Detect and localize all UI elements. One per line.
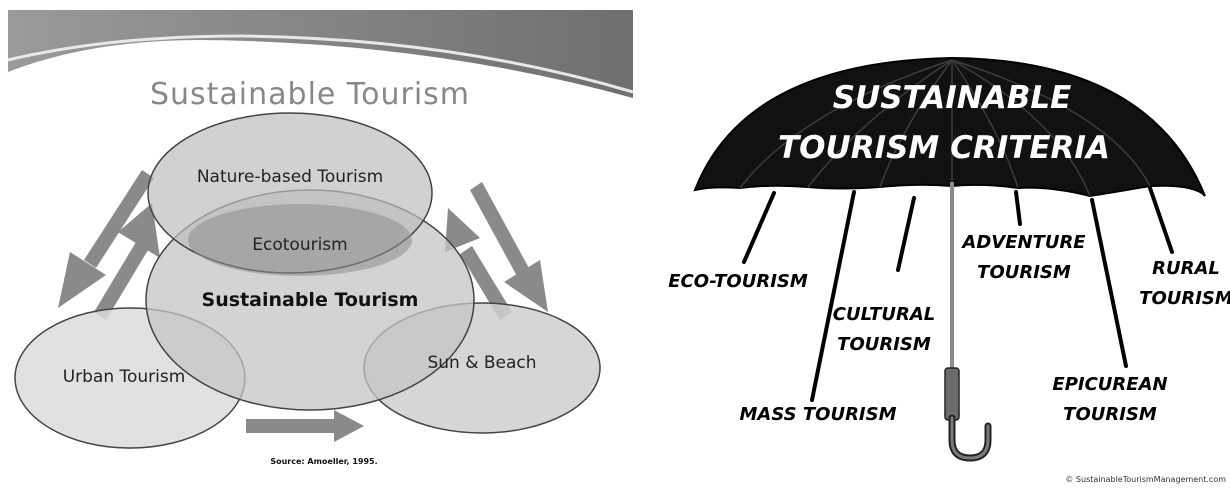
canopy-ribs — [739, 59, 1151, 197]
arrow-left-down — [58, 170, 154, 308]
label-nature-based: Nature-based Tourism — [197, 167, 383, 187]
umbrella-diagram: SUSTAINABLE TOURISM CRITERIA ECO-TOURISM… — [668, 56, 1230, 484]
umbrella-title-line1: SUSTAINABLE — [833, 80, 1072, 116]
source-note: Source: Amoeller, 1995. — [270, 457, 377, 466]
left-diagram: Sustainable Tourism Nature-based — [7, 10, 634, 466]
label-epicurean-line2: TOURISM — [1063, 404, 1157, 425]
label-epicurean-line1: EPICUREAN — [1052, 374, 1167, 395]
arrow-right-down — [470, 182, 548, 312]
label-rural-line1: RURAL — [1152, 258, 1220, 279]
label-adventure-line1: ADVENTURE — [960, 232, 1086, 253]
label-urban-tourism: Urban Tourism — [63, 367, 186, 387]
umbrella-strings — [742, 186, 1174, 402]
label-adventure-line2: TOURISM — [977, 262, 1071, 283]
label-cultural-line1: CULTURAL — [833, 304, 935, 325]
header-banner-shine — [7, 34, 634, 94]
label-sun-beach: Sun & Beach — [427, 353, 536, 373]
diagram-title: Sustainable Tourism — [150, 77, 470, 112]
arrow-right-up — [445, 208, 512, 320]
umbrella-handle-hook — [948, 414, 992, 462]
arrow-left-up — [94, 203, 160, 320]
header-banner — [8, 10, 633, 98]
label-rural-line2: TOURISM — [1139, 288, 1230, 309]
umbrella-canopy — [693, 56, 1206, 198]
label-mass-tourism: MASS TOURISM — [739, 404, 896, 425]
label-ecotourism: Ecotourism — [252, 235, 347, 255]
umbrella-handle-highlight — [950, 416, 990, 460]
arrow-bottom-right — [246, 410, 364, 442]
label-sustainable-tourism: Sustainable Tourism — [202, 289, 419, 311]
umbrella-grip — [944, 367, 960, 421]
copyright-note: © SustainableTourismManagement.com — [1065, 475, 1226, 484]
label-cultural-line2: TOURISM — [837, 334, 931, 355]
circle-ecotourism — [188, 204, 412, 276]
label-eco-tourism: ECO-TOURISM — [668, 271, 808, 292]
umbrella-title-line2: TOURISM CRITERIA — [778, 130, 1110, 166]
